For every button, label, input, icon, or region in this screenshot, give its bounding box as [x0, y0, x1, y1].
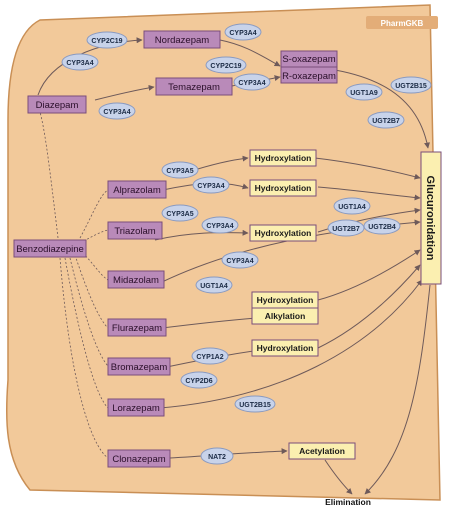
enzyme-ugt1a4-2-label: UGT1A4 [200, 283, 228, 290]
drug-bromazepam-label: Bromazepam [111, 362, 168, 373]
enzyme-ugt2b4-label: UGT2B4 [368, 224, 396, 231]
drug-bromazepam: Bromazepam [107, 357, 171, 376]
elimination-label: Elimination [325, 497, 371, 507]
enzyme-cyp1a2-label: CYP1A2 [196, 354, 223, 361]
enzyme-cyp3a4-2-label: CYP3A4 [229, 30, 256, 37]
drug-clonazepam: Clonazepam [107, 449, 171, 468]
enzyme-ugt2b15-2: UGT2B15 [234, 395, 276, 413]
drug-temazepam-label: Temazepam [168, 82, 220, 93]
process-alkylation: Alkylation [251, 307, 319, 325]
enzyme-cyp3a4-1: CYP3A4 [61, 53, 99, 71]
enzyme-cyp2d6: CYP2D6 [180, 371, 218, 389]
enzyme-cyp3a4-1-label: CYP3A4 [66, 60, 93, 67]
drug-temazepam: Temazepam [155, 77, 233, 96]
process-hydroxylation-4-label: Hydroxylation [257, 295, 314, 305]
enzyme-cyp3a5-2: CYP3A5 [161, 204, 199, 222]
process-hydroxylation-5-label: Hydroxylation [257, 343, 314, 353]
enzyme-cyp3a4-5: CYP3A4 [192, 176, 230, 194]
drug-benzodiazepine: Benzodiazepine [13, 239, 87, 258]
process-alkylation-label: Alkylation [265, 311, 306, 321]
process-acetylation-label: Acetylation [299, 446, 345, 456]
process-boxes: Hydroxylation Hydroxylation Hydroxylatio… [249, 149, 442, 507]
drug-nordazepam: Nordazepam [143, 30, 221, 49]
process-glucuronidation: Glucuronidation [420, 151, 442, 285]
enzyme-ugt2b15-2-label: UGT2B15 [239, 402, 271, 409]
logo-text: PharmGKB [381, 19, 424, 28]
enzyme-ugt2b7-2: UGT2B7 [327, 219, 365, 237]
drug-flurazepam: Flurazepam [107, 318, 167, 337]
enzyme-cyp3a4-7-label: CYP3A4 [226, 258, 253, 265]
drug-diazepam-label: Diazepam [36, 100, 79, 111]
enzyme-ugt2b4: UGT2B4 [363, 217, 401, 235]
enzyme-cyp3a4-3: CYP3A4 [233, 73, 271, 91]
enzyme-cyp3a5-1-label: CYP3A5 [166, 168, 193, 175]
drug-boxes: Benzodiazepine Diazepam Nordazepam Temaz… [13, 30, 338, 468]
process-hydroxylation-4: Hydroxylation [251, 291, 319, 309]
process-acetylation: Acetylation [288, 442, 356, 460]
enzyme-cyp2c19-2-label: CYP2C19 [210, 63, 241, 70]
enzyme-cyp3a4-4-label: CYP3A4 [103, 109, 130, 116]
process-hydroxylation-1: Hydroxylation [249, 149, 317, 167]
enzyme-cyp3a5-1: CYP3A5 [161, 161, 199, 179]
enzyme-ugt1a9: UGT1A9 [345, 83, 383, 101]
enzyme-cyp1a2: CYP1A2 [191, 347, 229, 365]
drug-midazolam: Midazolam [107, 270, 165, 289]
enzyme-nat2-label: NAT2 [208, 454, 226, 461]
enzyme-cyp2c19-2: CYP2C19 [205, 56, 247, 74]
enzyme-ugt1a4-2: UGT1A4 [195, 276, 233, 294]
enzyme-ugt2b7-1-label: UGT2B7 [372, 118, 400, 125]
enzyme-cyp3a4-3-label: CYP3A4 [238, 80, 265, 87]
drug-flurazepam-label: Flurazepam [112, 323, 162, 334]
process-hydroxylation-3: Hydroxylation [249, 224, 317, 242]
enzyme-cyp2d6-label: CYP2D6 [185, 378, 212, 385]
process-glucuronidation-label: Glucuronidation [424, 176, 436, 261]
enzyme-cyp3a4-5-label: CYP3A4 [197, 183, 224, 190]
drug-midazolam-label: Midazolam [113, 275, 159, 286]
drug-triazolam-label: Triazolam [114, 226, 155, 237]
enzyme-cyp2c19-1-label: CYP2C19 [91, 38, 122, 45]
drug-diazepam: Diazepam [27, 95, 87, 114]
enzyme-cyp3a4-6-label: CYP3A4 [206, 223, 233, 230]
drug-benzodiazepine-label: Benzodiazepine [16, 244, 84, 255]
enzyme-ugt1a9-label: UGT1A9 [350, 90, 378, 97]
drug-clonazepam-label: Clonazepam [112, 454, 165, 465]
enzyme-nat2: NAT2 [200, 447, 234, 465]
drug-s-oxazepam-label: S-oxazepam [282, 54, 335, 65]
cell-background [5, 4, 441, 501]
process-hydroxylation-3-label: Hydroxylation [255, 228, 312, 238]
enzyme-cyp3a5-2-label: CYP3A5 [166, 211, 193, 218]
enzyme-ugt2b15-1-label: UGT2B15 [395, 83, 427, 90]
drug-alprazolam-label: Alprazolam [113, 185, 161, 196]
process-hydroxylation-1-label: Hydroxylation [255, 153, 312, 163]
enzyme-ellipses: CYP2C19 CYP3A4 CYP3A4 CYP2C19 CYP3A4 CYP… [61, 23, 432, 465]
process-hydroxylation-2-label: Hydroxylation [255, 183, 312, 193]
enzyme-ugt2b7-1: UGT2B7 [367, 111, 405, 129]
enzyme-ugt2b15-1: UGT2B15 [390, 76, 432, 94]
drug-r-oxazepam-label: R-oxazepam [282, 71, 336, 82]
enzyme-ugt1a4-1: UGT1A4 [333, 197, 371, 215]
pharmgkb-logo: PharmGKB [366, 16, 438, 29]
drug-nordazepam-label: Nordazepam [155, 35, 209, 46]
enzyme-ugt1a4-1-label: UGT1A4 [338, 204, 366, 211]
process-hydroxylation-2: Hydroxylation [249, 179, 317, 197]
drug-oxazepam: S-oxazepam R-oxazepam [280, 50, 338, 84]
drug-alprazolam: Alprazolam [107, 180, 167, 199]
enzyme-cyp3a4-2: CYP3A4 [224, 23, 262, 41]
enzyme-ugt2b7-2-label: UGT2B7 [332, 226, 360, 233]
enzyme-cyp3a4-6: CYP3A4 [201, 216, 239, 234]
enzyme-cyp3a4-4: CYP3A4 [98, 102, 136, 120]
process-hydroxylation-5: Hydroxylation [251, 339, 319, 357]
enzyme-cyp3a4-7: CYP3A4 [221, 251, 259, 269]
drug-triazolam: Triazolam [107, 221, 163, 240]
drug-lorazepam: Lorazepam [107, 398, 165, 417]
drug-lorazepam-label: Lorazepam [112, 403, 160, 414]
enzyme-cyp2c19-1: CYP2C19 [86, 31, 128, 49]
